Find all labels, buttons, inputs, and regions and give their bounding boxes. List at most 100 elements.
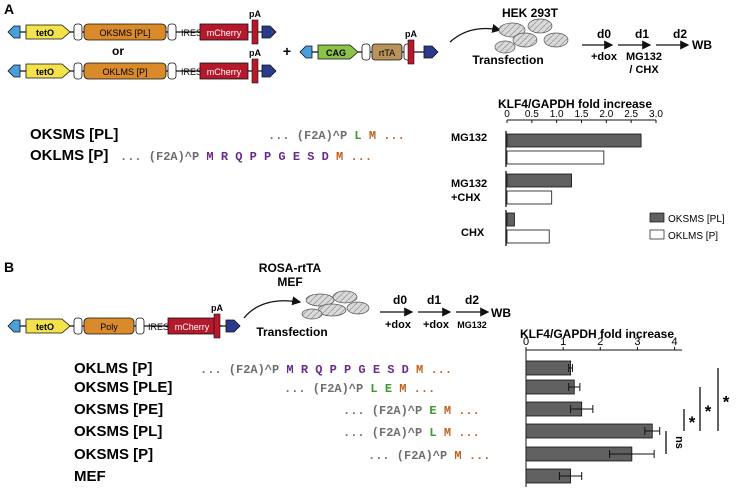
seq-segment: ... (F2A)^P bbox=[200, 363, 279, 377]
seq-segment: ... (F2A)^P bbox=[284, 382, 363, 396]
seq-segment: L E bbox=[363, 382, 392, 396]
gene-label: OKSMS [PL] bbox=[99, 28, 150, 38]
arm-right-icon bbox=[261, 64, 277, 78]
legend-swatch-dark bbox=[649, 212, 665, 223]
seq-segment: ... (F2A)^P bbox=[368, 449, 447, 463]
bar-oklms-p bbox=[506, 229, 550, 244]
row-label: OKSMS [PL] bbox=[74, 423, 162, 440]
row-label: OKLMS [P] bbox=[74, 360, 152, 377]
gene-label: OKLMS [P] bbox=[102, 67, 147, 77]
or-label: or bbox=[112, 44, 124, 58]
row-sequence: ... (F2A)^P L M ... bbox=[343, 426, 480, 440]
teto-arrow-icon bbox=[25, 63, 71, 79]
seq-segment: L bbox=[347, 129, 361, 143]
seq-segment: M bbox=[437, 426, 451, 440]
seq-segment: ... (F2A)^P bbox=[120, 150, 199, 164]
arm-right-icon bbox=[261, 25, 277, 39]
ires-label: IRES bbox=[148, 322, 169, 332]
legend-a: OKSMS [PL] OKLMS [P] bbox=[649, 212, 725, 242]
timeline-d2: d2 bbox=[673, 27, 687, 41]
arm-right-icon bbox=[225, 319, 241, 333]
timeline-a: d0 +dox d1 MG132 / CHX d2 WB bbox=[582, 27, 712, 76]
cag-arrow-icon bbox=[317, 44, 359, 60]
arm-left-icon bbox=[7, 25, 21, 39]
arm-right-icon bbox=[423, 45, 439, 59]
seq-segment: ... (F2A)^P bbox=[268, 129, 347, 143]
x-tick-label: 0 bbox=[504, 109, 510, 120]
arm-left-icon bbox=[7, 319, 21, 333]
seq-label-oksms-pl: OKSMS [PL] bbox=[30, 126, 118, 143]
seq-segment: ... bbox=[406, 382, 435, 396]
gene-box bbox=[83, 23, 167, 41]
legend-swatch-light bbox=[649, 229, 665, 240]
pa-label: pA bbox=[249, 48, 261, 58]
pa-box bbox=[407, 39, 415, 65]
timeline-wb: WB bbox=[692, 38, 712, 52]
row-sequence: ... (F2A)^P E M ... bbox=[343, 404, 480, 418]
pa-box bbox=[251, 19, 259, 45]
row-label: OKSMS [PE] bbox=[74, 401, 163, 418]
row-label: OKSMS [P] bbox=[74, 446, 153, 463]
pa-box bbox=[251, 58, 259, 84]
timeline-d0: d0 bbox=[597, 27, 611, 41]
timeline-b-wb: WB bbox=[491, 306, 511, 320]
gene-box bbox=[83, 317, 135, 335]
row-label: MEF bbox=[74, 468, 106, 485]
cells-label: HEK 293T bbox=[502, 6, 559, 20]
timeline-b-d1: d1 bbox=[427, 293, 441, 307]
seq-segment: M bbox=[392, 382, 406, 396]
row-sequence: ... (F2A)^P M R Q P P G E S D M ... bbox=[200, 363, 452, 377]
transfection-arrow bbox=[449, 24, 502, 43]
ires-label: IRES bbox=[181, 28, 202, 38]
x-tick-label: 3.0 bbox=[649, 109, 663, 120]
x-tick-label: 1.0 bbox=[550, 109, 564, 120]
significance-label: * bbox=[723, 393, 730, 412]
transfection-label: Transfection bbox=[472, 53, 543, 67]
gene-label: Poly bbox=[100, 322, 118, 332]
bar-oksms-pl bbox=[506, 133, 642, 148]
mcherry-label: mCherry bbox=[207, 67, 242, 77]
teto-label: tetO bbox=[36, 67, 54, 77]
mcherry-label: mCherry bbox=[175, 322, 210, 332]
timeline-treat1: MG132 bbox=[626, 51, 662, 63]
significance-label: * bbox=[689, 413, 696, 432]
seq-segment: ... bbox=[451, 426, 480, 440]
cells-label-b1: ROSA-rtTA bbox=[259, 261, 322, 275]
construct-oklms-p: tetO OKLMS [P] IRES mCherry pA bbox=[7, 48, 277, 84]
timeline-b: d0 +dox d1 +dox d2 MG132 WB bbox=[380, 293, 511, 331]
seq-segment: E bbox=[422, 404, 436, 418]
rtta-box bbox=[371, 43, 403, 61]
seq-segment: ... bbox=[423, 363, 452, 377]
chart-b-title: KLF4/GAPDH fold increase bbox=[520, 327, 674, 341]
chart-a-title: KLF4/GAPDH fold increase bbox=[498, 97, 652, 111]
group-label-mg132-chx-1: MG132 bbox=[451, 178, 487, 190]
seq-segment: L bbox=[422, 426, 436, 440]
seq-segment: M bbox=[409, 363, 423, 377]
legend-label-oksms-pl: OKSMS [PL] bbox=[668, 214, 725, 225]
group-label-mg132-chx-2: +CHX bbox=[451, 192, 481, 204]
construct-poly: tetO Poly IRES mCherry pA bbox=[7, 303, 241, 339]
bar-oklms-p bbox=[506, 150, 605, 165]
seq-segment: M R Q P P G E S D bbox=[279, 363, 409, 377]
x-tick-label: 2.5 bbox=[624, 109, 638, 120]
ires-label: IRES bbox=[181, 67, 202, 77]
teto-arrow-icon bbox=[25, 24, 71, 40]
panel-a-letter: A bbox=[4, 1, 14, 17]
x-tick-label: 0.5 bbox=[525, 109, 539, 120]
x-tick-label: 1.5 bbox=[575, 109, 589, 120]
seq-label-oklms-p: OKLMS [P] bbox=[30, 147, 108, 164]
seq-segment: ... bbox=[343, 150, 372, 164]
seq-segment: M R Q P P G E S D bbox=[199, 150, 329, 164]
arm-left-icon bbox=[299, 45, 313, 59]
arm-left-icon bbox=[7, 64, 21, 78]
seq-segment: M bbox=[437, 404, 451, 418]
x-tick-label: 2 bbox=[597, 336, 603, 348]
row-sequence: ... (F2A)^P M ... bbox=[368, 449, 490, 463]
timeline-b-dox2: +dox bbox=[423, 319, 450, 331]
x-tick-label: 1 bbox=[560, 336, 566, 348]
bar bbox=[525, 379, 575, 395]
x-tick-label: 3 bbox=[634, 336, 640, 348]
